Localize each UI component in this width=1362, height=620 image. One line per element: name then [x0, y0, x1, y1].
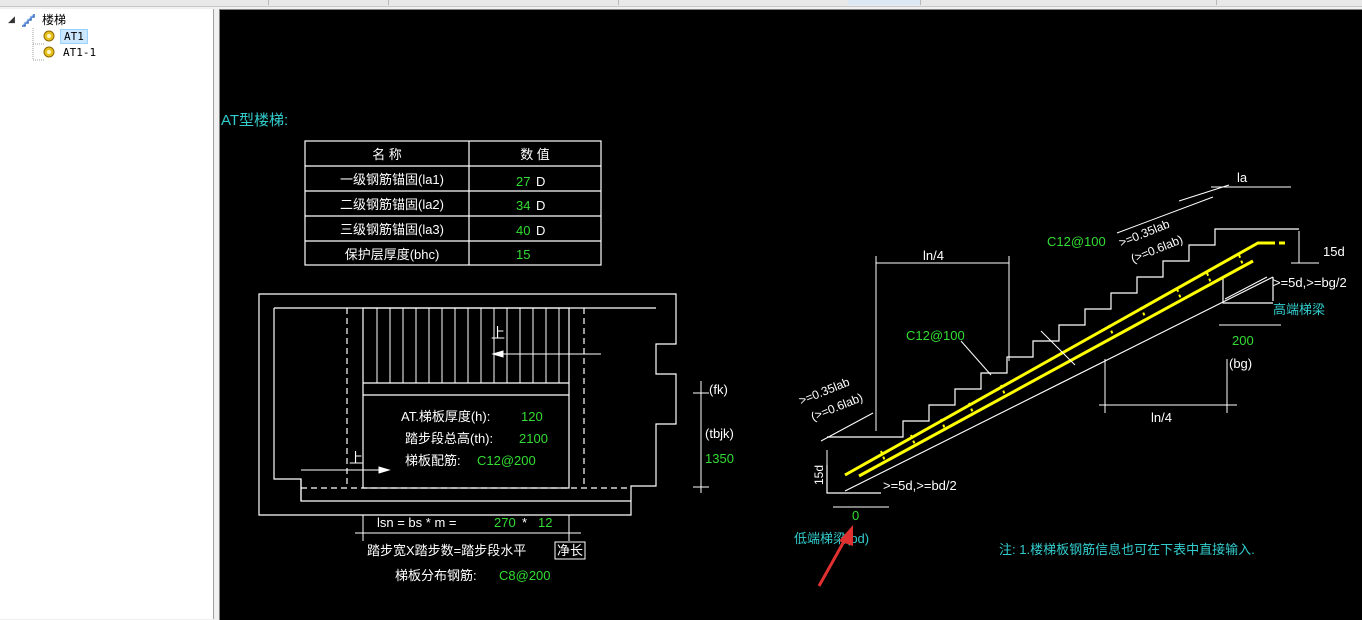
fk-label: (fk) — [709, 382, 728, 397]
rebar-tie — [910, 434, 916, 446]
rebar-upper-label[interactable]: C12@100 — [1047, 234, 1106, 249]
bd-value[interactable]: 0 — [852, 508, 859, 523]
toolbar-segment — [848, 0, 921, 5]
step-profile — [877, 228, 1299, 438]
d5-left-label: >=5d,>=bd/2 — [883, 478, 957, 493]
up-arrow-bottom — [301, 466, 391, 474]
rebar-tie — [1206, 272, 1212, 284]
collapse-arrow-icon[interactable]: ◢ — [8, 15, 15, 25]
low-beam-label: 低端梯梁(bd) — [794, 531, 869, 546]
tbjk-value[interactable]: 1350 — [705, 451, 734, 466]
rebar-tie — [1238, 254, 1244, 266]
table-row-value[interactable]: 15 — [516, 247, 530, 262]
table-row-value[interactable]: 27 — [516, 174, 530, 189]
top-toolbar-strip — [0, 0, 1362, 7]
rebar-lower-label[interactable]: C12@100 — [906, 328, 965, 343]
tree-root-label: 楼梯 — [42, 12, 67, 27]
toolbar-segment — [0, 0, 269, 5]
m-value[interactable]: 12 — [538, 515, 552, 530]
panel-splitter[interactable] — [214, 9, 219, 619]
la-label: la — [1237, 170, 1248, 185]
stair-plan-view — [258, 293, 677, 516]
high-beam-label: 高端梯梁 — [1273, 302, 1325, 317]
up-label: 上 — [349, 450, 363, 466]
stair-section-outline — [826, 276, 1274, 494]
rebar-tie — [968, 402, 974, 414]
table-header-value: 数 值 — [520, 147, 550, 162]
dist-rebar-value[interactable]: C8@200 — [499, 568, 551, 583]
table-row-name: 一级钢筋锚固(la1) — [340, 172, 444, 187]
bg-value[interactable]: 200 — [1232, 333, 1254, 348]
drawing-note: 注: 1.楼梯板钢筋信息也可在下表中直接输入. — [999, 542, 1255, 557]
ln4-upper-label: ln/4 — [923, 248, 944, 263]
star-symbol: * — [522, 515, 527, 530]
rebar-tie — [1000, 384, 1006, 396]
d5-right-label: >=5d,>=bg/2 — [1273, 275, 1347, 290]
parameter-table — [304, 140, 602, 266]
rebar-tie — [940, 418, 946, 430]
lsn-note-end: 净长 — [557, 543, 583, 558]
table-row-value[interactable]: 40 — [516, 223, 530, 238]
rebar-value[interactable]: C12@200 — [477, 453, 536, 468]
up-label: 上 — [491, 325, 505, 341]
stair-icon — [22, 14, 35, 27]
drawing-title: AT型楼梯: — [221, 112, 288, 129]
table-row-name: 保护层厚度(bhc) — [345, 247, 440, 262]
up-arrow-top — [491, 350, 601, 358]
toolbar-segment — [388, 0, 619, 5]
tree-connector-lines — [32, 28, 44, 61]
annotation-arrow-icon — [817, 525, 853, 587]
table-row-name: 三级钢筋锚固(la3) — [340, 222, 444, 237]
tbjk-label: (tbjk) — [705, 426, 734, 441]
plan-length-dimension — [355, 515, 581, 541]
section-dimensions — [820, 184, 1319, 508]
d15-left-label: 15d — [812, 465, 826, 485]
cursor-box — [554, 541, 586, 560]
tree-node-at1[interactable]: AT1 — [42, 28, 88, 44]
height-label: 踏步段总高(th): — [405, 431, 493, 446]
bs-value[interactable]: 270 — [494, 515, 516, 530]
cad-drawing-canvas[interactable]: AT型楼梯: 名 称 数 值 一级钢筋锚固(la1) 27 D 二级钢筋锚固(l… — [219, 9, 1362, 620]
stair-tree-panel: ◢ 楼梯 AT1 AT1-1 — [0, 9, 214, 619]
ln4-lower-label: ln/4 — [1151, 410, 1172, 425]
dist-rebar-label: 梯板分布钢筋: — [395, 568, 477, 583]
table-header-name: 名 称 — [372, 147, 402, 162]
rebar-label: 梯板配筋: — [405, 453, 461, 468]
thickness-value[interactable]: 120 — [521, 409, 543, 424]
table-row-name: 二级钢筋锚固(la2) — [340, 197, 444, 212]
plan-width-dimension — [693, 381, 709, 493]
tree-node-label: AT1-1 — [63, 45, 97, 59]
rebar-ties — [880, 254, 1244, 462]
table-row-unit: D — [536, 174, 545, 189]
lsn-label: lsn = bs * m = — [377, 515, 456, 530]
stair-treads — [376, 308, 560, 383]
lsn-note: 踏步宽X踏步数=踏步段水平 — [367, 543, 526, 558]
toolbar-segment — [1168, 0, 1217, 5]
bg-label: (bg) — [1229, 356, 1252, 371]
table-row-unit: D — [536, 198, 545, 213]
height-value[interactable]: 2100 — [519, 431, 548, 446]
tree-node-root[interactable]: ◢ 楼梯 — [8, 12, 69, 28]
rebar-lines — [844, 241, 1286, 478]
d15-right-label: 15d — [1323, 244, 1345, 259]
gear-icon — [43, 46, 55, 58]
thickness-label: AT.梯板厚度(h): — [401, 409, 490, 424]
table-row-unit: D — [536, 223, 545, 238]
tree-node-label: AT1 — [60, 28, 88, 44]
rebar-tie — [1140, 306, 1146, 318]
tree-node-at1-1[interactable]: AT1-1 — [42, 44, 99, 60]
stair-drawing: AT型楼梯: 名 称 数 值 一级钢筋锚固(la1) 27 D 二级钢筋锚固(l… — [221, 112, 1347, 587]
table-row-value[interactable]: 34 — [516, 198, 530, 213]
rebar-tie — [1176, 288, 1182, 300]
step-profile-path — [877, 228, 1299, 438]
rebar-tie — [880, 450, 886, 462]
rebar-tie — [1108, 324, 1114, 336]
gear-icon — [43, 30, 55, 42]
toolbar-segment — [268, 0, 389, 5]
